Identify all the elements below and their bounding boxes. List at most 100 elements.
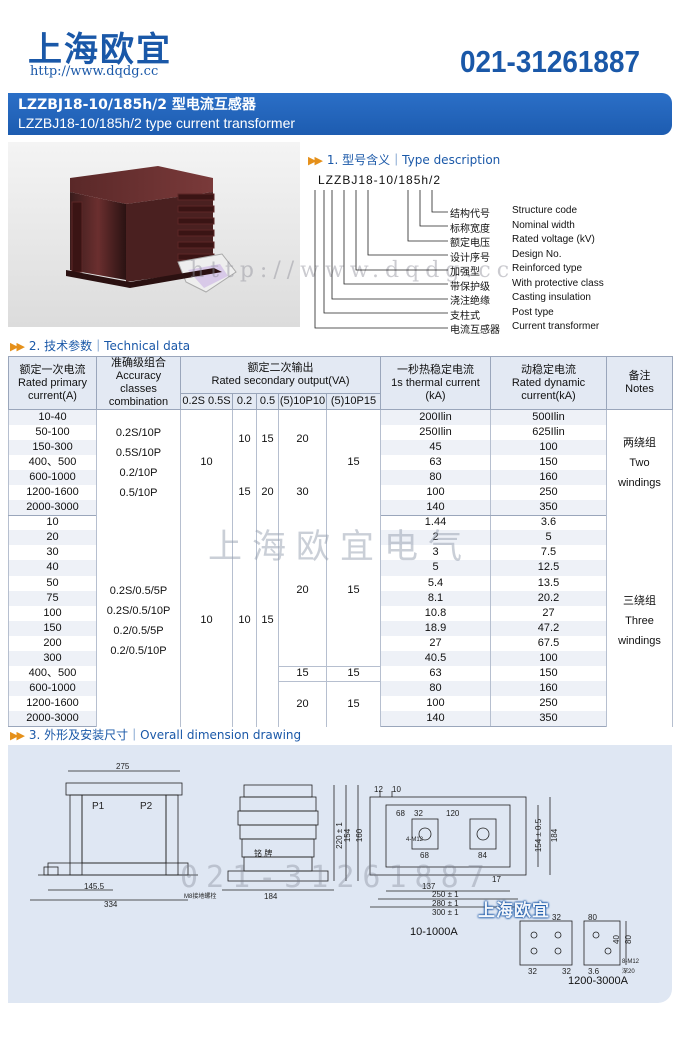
th-sub: 0.2 [232, 392, 257, 411]
type-row-cn: 带保护级 [450, 282, 490, 293]
cell-thermal: 63 [380, 666, 491, 682]
cell-va: 15 [326, 515, 381, 667]
type-row-en: Post type [512, 307, 554, 318]
type-row-en: Casting insulation [512, 292, 591, 303]
cell-primary: 600-1000 [8, 681, 97, 697]
cell-primary: 150-300 [8, 439, 97, 455]
accuracy-line: 0.2/0.5/5P [113, 624, 164, 637]
type-row-cn: 加强型 [450, 267, 480, 278]
cell-thermal: 250Ilin [380, 424, 491, 440]
cell-primary: 10 [8, 515, 97, 531]
product-photo [8, 142, 300, 327]
cell-va: 10 [232, 515, 257, 727]
dim-label: 80 [623, 935, 633, 944]
notes-line: windings [618, 476, 661, 489]
dim-label: 250 ± 1 [432, 890, 459, 899]
cell-thermal: 63 [380, 454, 491, 470]
cell-thermal: 5.4 [380, 575, 491, 591]
table-row: 400、500 15 15 63 150 [8, 665, 673, 682]
dim-label: 32 [552, 913, 561, 922]
notes-line: 三绕组 [623, 594, 656, 607]
dim-label: 4-M12 [406, 837, 424, 843]
th-dynamic-en: Rated dynamic current(kA) [511, 376, 586, 402]
th-thermal-cn: 一秒热稳定电流 [397, 363, 474, 376]
cell-va: 10 [180, 515, 233, 727]
dim-label: 40 [611, 935, 621, 944]
dim-label: 80 [588, 913, 597, 922]
cell-primary: 400、500 [8, 454, 97, 470]
cell-va: 30 [278, 469, 327, 516]
notes-line: 两绕组 [623, 436, 656, 449]
accuracy-line: 0.2/10P [119, 466, 158, 479]
cell-thermal: 2 [380, 530, 491, 546]
accuracy-line: 0.2/0.5/10P [110, 644, 167, 657]
notes-line: Two [629, 456, 650, 469]
dim-label: 84 [478, 851, 487, 860]
th-dynamic-cn: 动稳定电流 [521, 363, 576, 376]
cell-thermal: 80 [380, 469, 491, 485]
cell-dynamic: 12.5 [490, 560, 607, 576]
table-row: 600-1000 15 20 30 80 160 [8, 469, 673, 516]
cell-thermal: 18.9 [380, 620, 491, 636]
cell-primary: 50-100 [8, 424, 97, 440]
dim-label: P2 [140, 801, 153, 812]
dim-label: 12 [374, 785, 383, 794]
cell-thermal: 80 [380, 681, 491, 697]
dim-label: 145.5 [84, 882, 105, 891]
cell-dynamic: 13.5 [490, 575, 607, 591]
product-title-bar: LZZBJ18-10/185h/2 型电流互感器 LZZBJ18-10/185h… [8, 93, 672, 135]
cell-dynamic: 160 [490, 681, 607, 697]
cell-primary: 50 [8, 575, 97, 591]
th-sub: 0.5 [256, 392, 279, 411]
brand-name: 上海欧宜 [28, 30, 172, 70]
type-row-cn: 电流互感器 [450, 325, 500, 336]
cell-primary: 75 [8, 590, 97, 606]
accuracy-line: 0.5/10P [119, 486, 158, 499]
drawing-caption-small: 10-1000A [410, 926, 458, 938]
th-notes-cn: 备注 [628, 370, 651, 382]
cell-va: 10 [232, 409, 257, 470]
title-model: LZZBJ18-10/185h/2 [18, 97, 168, 113]
cell-dynamic: 47.2 [490, 620, 607, 636]
cell-va: 20 [278, 409, 327, 470]
th-secondary-en: Rated secondary output(VA) [211, 374, 350, 387]
type-row-cn: 标称宽度 [450, 224, 490, 235]
cell-thermal: 200Ilin [380, 409, 491, 425]
type-row: 加强型 Reinforced type [450, 263, 670, 278]
brand-url: http://www.dqdg.cc [30, 64, 159, 79]
cell-va: 15 [326, 409, 381, 516]
type-row-cn: 结构代号 [450, 209, 490, 220]
accuracy-line: 0.2S/0.5/10P [106, 604, 171, 617]
type-row-en: Current transformer [512, 321, 600, 332]
cell-dynamic: 67.5 [490, 635, 607, 651]
dim-label: P1 [92, 801, 105, 812]
dim-label: 184 [550, 828, 560, 843]
th-secondary-cn: 额定二次输出 [247, 361, 314, 374]
cell-thermal: 27 [380, 635, 491, 651]
cell-primary: 200 [8, 635, 97, 651]
cell-dynamic: 160 [490, 469, 607, 485]
cell-dynamic: 27 [490, 605, 607, 621]
type-row-en: Reinforced type [512, 263, 583, 274]
cell-dynamic: 350 [490, 500, 607, 516]
dim-label: 8-M12 [622, 959, 640, 965]
cell-thermal: 45 [380, 439, 491, 455]
cell-primary: 1200-1600 [8, 696, 97, 712]
cell-thermal: 140 [380, 500, 491, 516]
cell-primary: 100 [8, 605, 97, 621]
cell-primary: 30 [8, 545, 97, 561]
